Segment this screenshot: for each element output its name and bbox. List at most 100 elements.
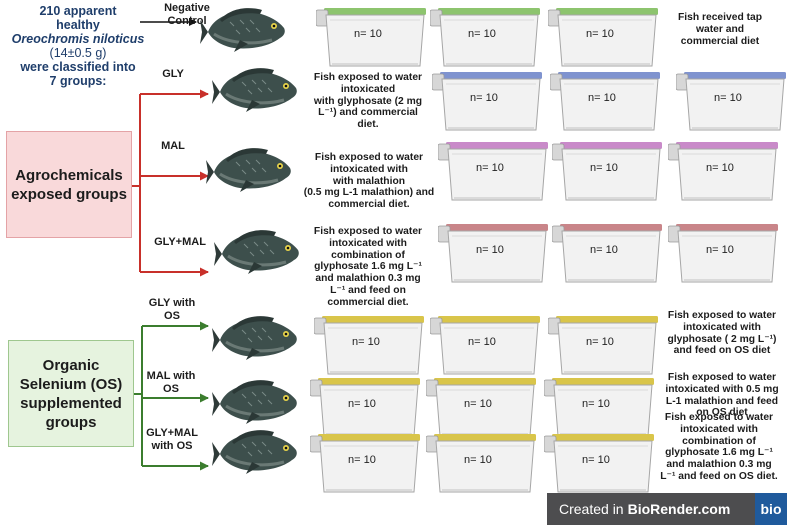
description-line: (0.5 mg L-1 malathion) and bbox=[303, 187, 435, 199]
group-label: GLY+MAL bbox=[154, 236, 206, 248]
tank-count-label: n= 10 bbox=[348, 398, 376, 410]
tank-count-label: n= 10 bbox=[714, 92, 742, 104]
group-label: GLY+MAL with OS bbox=[146, 427, 198, 452]
description-line: intoxicated with bbox=[680, 423, 758, 435]
tilapia-fish-icon bbox=[214, 228, 306, 281]
organic-bracket bbox=[134, 326, 143, 466]
aquarium-tank-icon: n= 10 bbox=[543, 432, 656, 501]
agro-bracket bbox=[132, 94, 141, 272]
description-line: intoxicated with bbox=[330, 163, 408, 175]
aquarium-tank-icon: n= 10 bbox=[437, 140, 550, 209]
aquarium-tank-icon: n= 10 bbox=[551, 140, 664, 209]
description-line: intoxicated bbox=[340, 83, 396, 95]
intro-line1: 210 apparent bbox=[39, 4, 117, 18]
credit-prefix: Created in bbox=[559, 501, 624, 517]
agrochemicals-category-box: Agrochemicals exposed groups bbox=[6, 131, 132, 238]
aquarium-tank-icon: n= 10 bbox=[309, 432, 422, 501]
tank-count-label: n= 10 bbox=[468, 336, 496, 348]
tilapia-fish-icon bbox=[212, 428, 304, 481]
tank-count-label: n= 10 bbox=[706, 244, 734, 256]
description-line: and malathion 0.3 mg bbox=[666, 459, 772, 471]
group-label: MAL with OS bbox=[146, 370, 196, 395]
description-line: commercial diet. bbox=[328, 199, 410, 211]
aquarium-tank-icon: n= 10 bbox=[551, 222, 664, 291]
description-line: Fish exposed to water bbox=[664, 412, 774, 423]
aquarium-tank-icon: n= 10 bbox=[431, 70, 544, 139]
description-line: commercial diet. bbox=[327, 296, 409, 308]
aquarium-tank-icon: n= 10 bbox=[313, 314, 426, 383]
aquarium-tank-icon: n= 10 bbox=[437, 222, 550, 291]
organic-selenium-category-box: Organic Selenium (OS) supplemented group… bbox=[8, 340, 134, 447]
biorender-badge: bio bbox=[755, 493, 787, 525]
tank-count-label: n= 10 bbox=[582, 398, 610, 410]
group-label: GLY bbox=[162, 68, 184, 80]
aquarium-tank-icon: n= 10 bbox=[547, 314, 660, 383]
description-line: intoxicated with bbox=[329, 237, 407, 249]
tank-count-label: n= 10 bbox=[590, 162, 618, 174]
aquarium-tank-icon: n= 10 bbox=[667, 140, 780, 209]
aquarium-tank-icon: n= 10 bbox=[675, 70, 787, 139]
tank-count-label: n= 10 bbox=[706, 162, 734, 174]
tank-count-label: n= 10 bbox=[476, 244, 504, 256]
description-line: with glyphosate (2 mg bbox=[313, 95, 423, 107]
intro-text: 210 apparent healthy Oreochromis nilotic… bbox=[6, 4, 150, 88]
tank-count-label: n= 10 bbox=[348, 454, 376, 466]
agrochemicals-category-label: Agrochemicals exposed groups bbox=[11, 166, 127, 203]
tank-count-label: n= 10 bbox=[586, 336, 614, 348]
description-line: with malathion bbox=[332, 175, 406, 187]
tilapia-fish-icon bbox=[200, 6, 292, 59]
tilapia-fish-icon bbox=[212, 314, 304, 367]
description-line: intoxicated with 0.5 mg bbox=[665, 383, 779, 395]
credit-brand: BioRender.com bbox=[627, 501, 731, 517]
description-line: commercial diet bbox=[680, 35, 760, 47]
tank-count-label: n= 10 bbox=[468, 28, 496, 40]
aquarium-tank-icon: n= 10 bbox=[429, 6, 542, 75]
tank-count-label: n= 10 bbox=[588, 92, 616, 104]
description-line: L⁻¹ and feed on OS diet. bbox=[660, 470, 778, 482]
tank-count-label: n= 10 bbox=[582, 454, 610, 466]
description-line: Fish exposed to water bbox=[313, 226, 423, 237]
intro-line4: were classified into bbox=[20, 60, 136, 74]
description-line: water and bbox=[695, 23, 745, 35]
tank-count-label: n= 10 bbox=[352, 336, 380, 348]
intro-species: Oreochromis niloticus bbox=[11, 32, 145, 46]
intro-size: (14±0.5 g) bbox=[49, 46, 107, 60]
group-label: MAL bbox=[161, 140, 185, 152]
tilapia-fish-icon bbox=[206, 146, 298, 199]
aquarium-tank-icon: n= 10 bbox=[429, 314, 542, 383]
biorender-credit: Created in BioRender.com bio bbox=[547, 493, 787, 525]
description-line: Fish exposed to water bbox=[667, 310, 777, 321]
description-line: L-1 malathion and feed bbox=[665, 395, 779, 407]
group-label: Negative Control bbox=[164, 2, 210, 27]
description-line: glyphosate 1.6 mg L⁻¹ bbox=[314, 261, 422, 273]
tank-count-label: n= 10 bbox=[586, 28, 614, 40]
aquarium-tank-icon: n= 10 bbox=[549, 70, 662, 139]
tank-count-label: n= 10 bbox=[476, 162, 504, 174]
description-line: L⁻¹ and feed on bbox=[330, 284, 406, 296]
tank-count-label: n= 10 bbox=[354, 28, 382, 40]
organic-selenium-category-label: Organic Selenium (OS) supplemented group… bbox=[19, 356, 123, 431]
description-line: combination of bbox=[682, 435, 756, 447]
tilapia-fish-icon bbox=[212, 66, 304, 119]
tilapia-fish-icon bbox=[212, 378, 304, 431]
description-line: diet. bbox=[357, 119, 379, 131]
description-line: glyphosate 1.6 mg L⁻¹ bbox=[665, 447, 773, 459]
description-line: Fish exposed to water bbox=[314, 152, 424, 163]
description-line: Fish exposed to water bbox=[667, 372, 777, 383]
description-line: L⁻¹) and commercial bbox=[318, 107, 418, 119]
aquarium-tank-icon: n= 10 bbox=[315, 6, 428, 75]
description-line: Fish exposed to water bbox=[313, 72, 423, 83]
tank-count-label: n= 10 bbox=[464, 398, 492, 410]
tank-count-label: n= 10 bbox=[464, 454, 492, 466]
description-line: on OS diet bbox=[696, 407, 748, 419]
description-line: intoxicated with bbox=[683, 321, 761, 333]
intro-line5: 7 groups: bbox=[49, 74, 107, 88]
group-label: GLY with OS bbox=[148, 297, 196, 322]
